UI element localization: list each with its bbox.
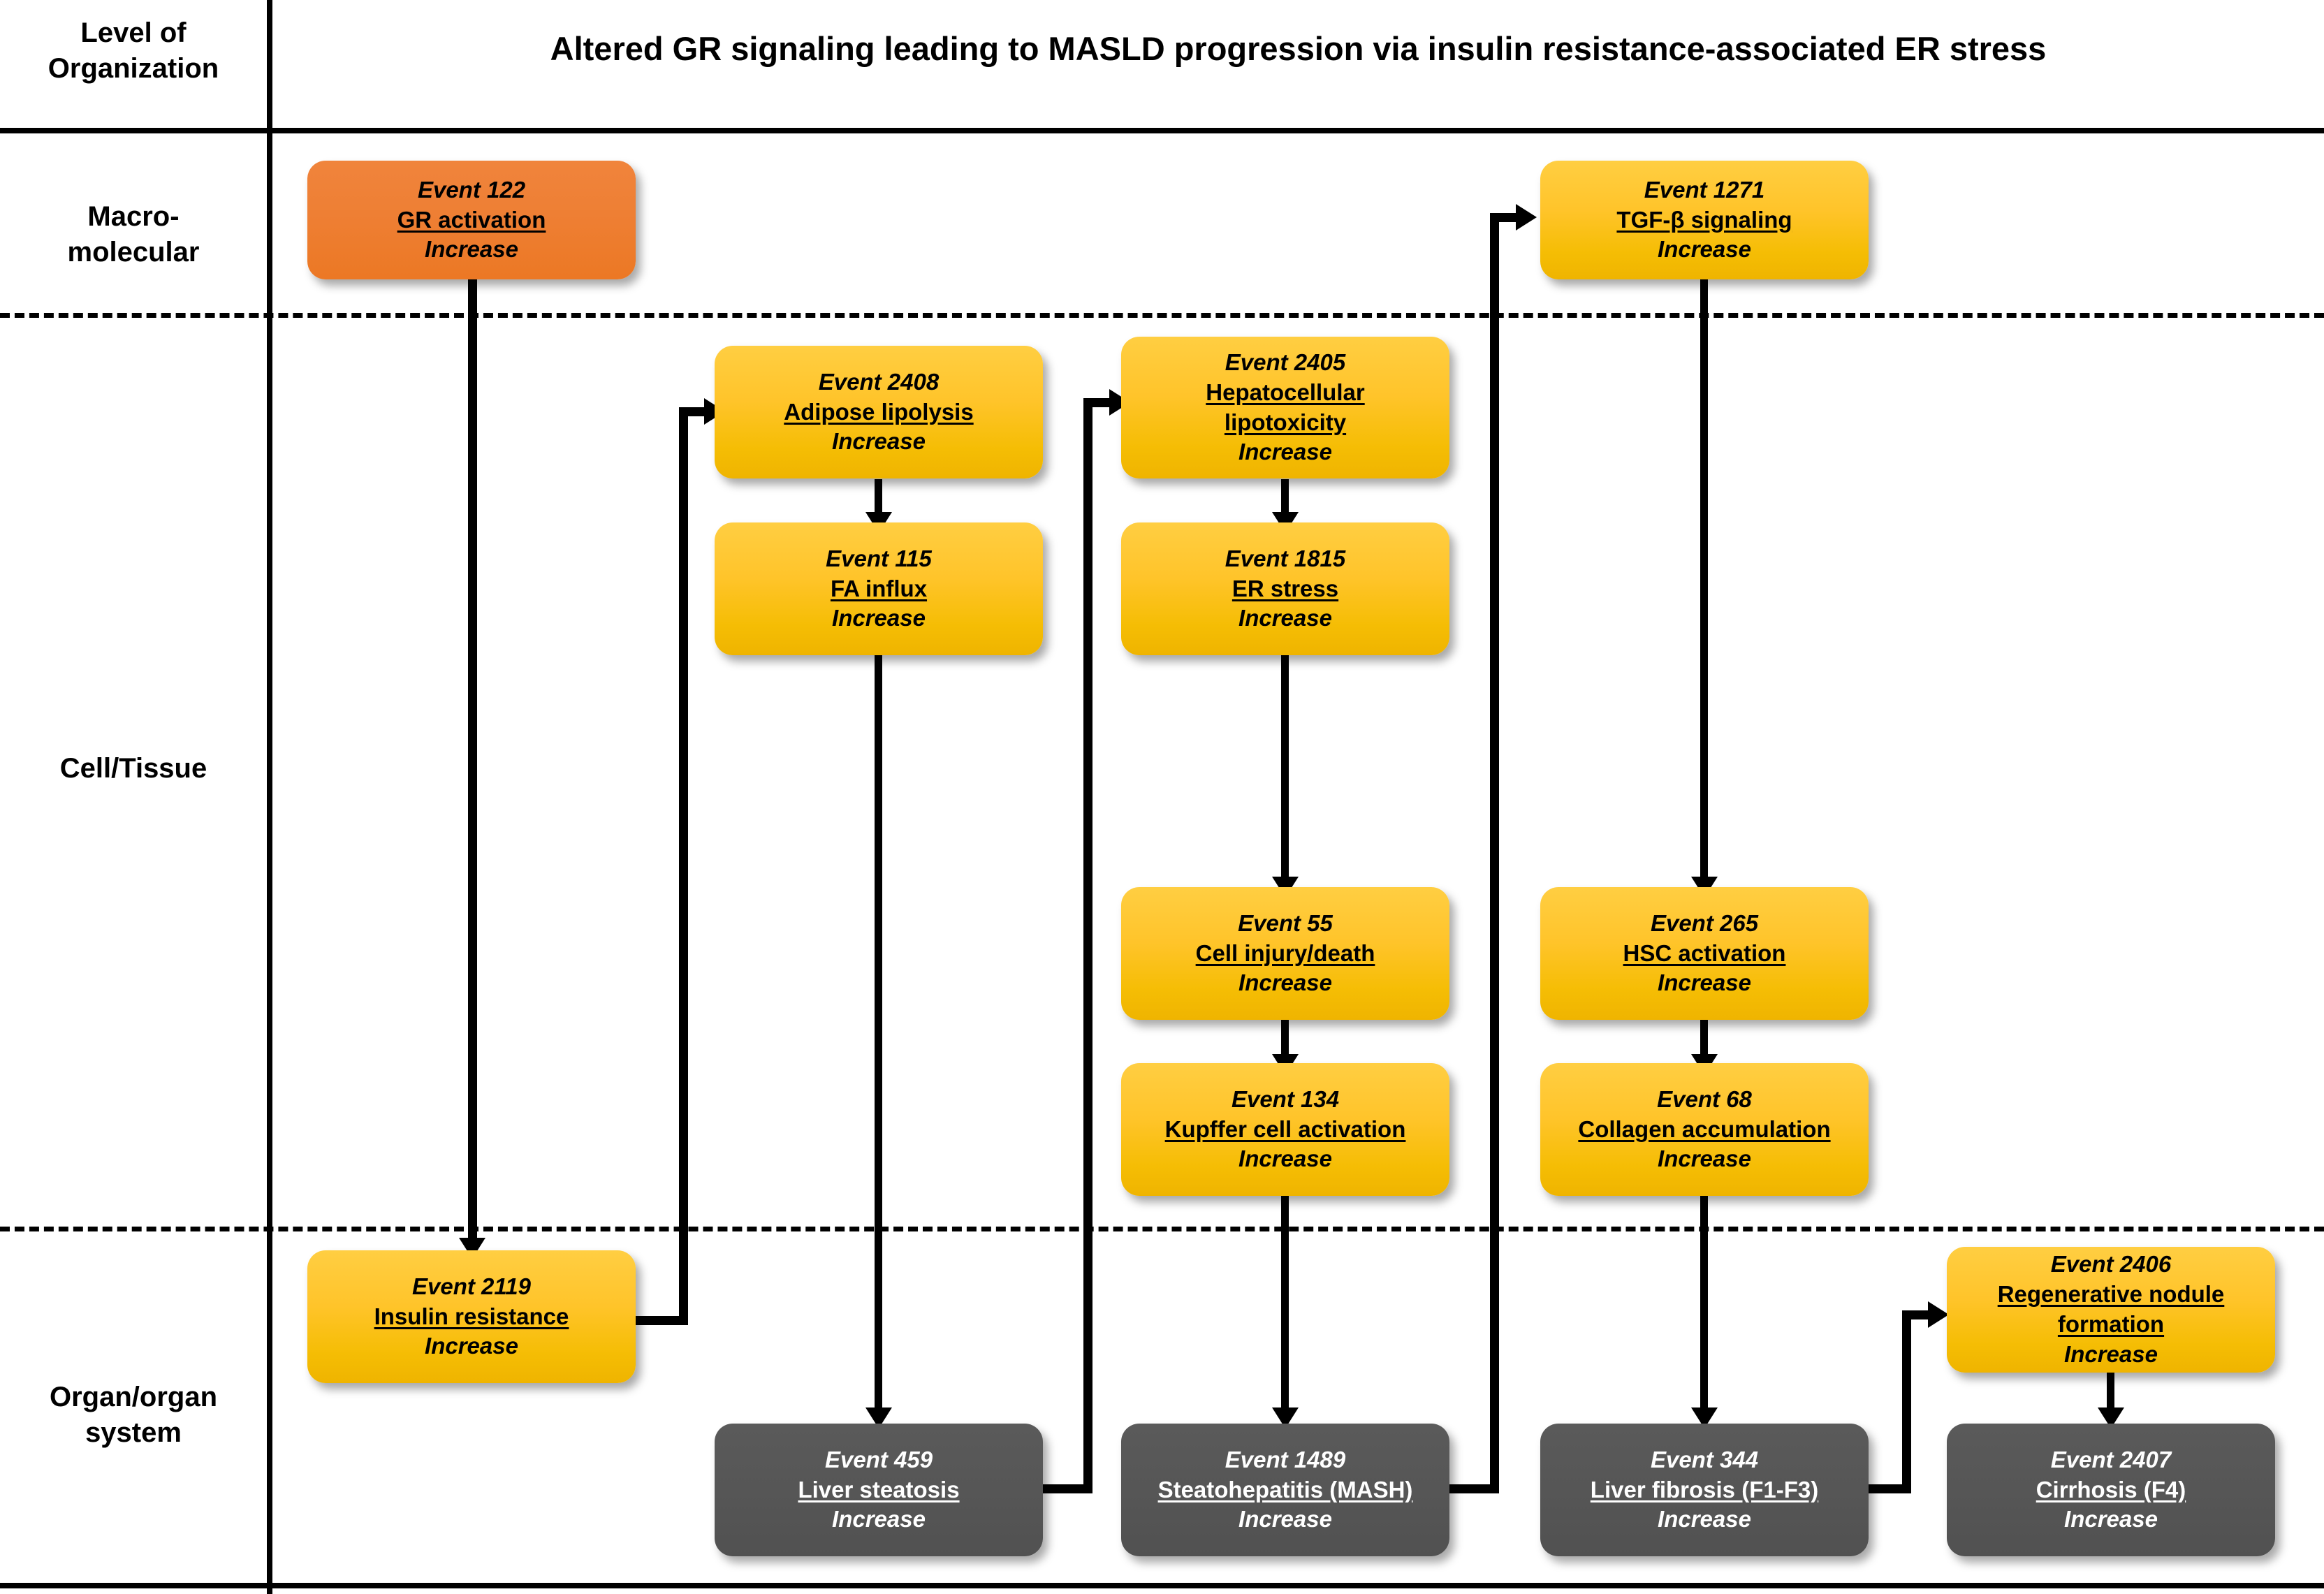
node-event-name: Liver steatosis xyxy=(798,1476,960,1502)
node-event-2406[interactable]: Event 2406 Regenerative nodule formation… xyxy=(1947,1247,2275,1373)
edge-344-to-2406-seg-v xyxy=(1902,1310,1911,1493)
node-event-name: FA influx xyxy=(830,575,928,601)
edge-2406-to-2407-line xyxy=(2107,1370,2114,1418)
edge-122-to-2119-line xyxy=(468,276,477,1247)
edge-134-to-1489-line xyxy=(1281,1196,1289,1417)
node-event-1489[interactable]: Event 1489 Steatohepatitis (MASH) Increa… xyxy=(1121,1424,1449,1556)
node-event-name: HSC activation xyxy=(1623,939,1786,966)
node-event-direction: Increase xyxy=(425,236,518,263)
node-event-2407[interactable]: Event 2407 Cirrhosis (F4) Increase xyxy=(1947,1424,2275,1556)
node-event-name: TGF-β signaling xyxy=(1616,206,1792,233)
node-event-direction: Increase xyxy=(1238,1146,1332,1172)
axis-vertical-divider xyxy=(267,0,272,1594)
node-event-name: Cell injury/death xyxy=(1195,939,1375,966)
node-event-344[interactable]: Event 344 Liver fibrosis (F1-F3) Increas… xyxy=(1540,1424,1869,1556)
node-event-id: Event 2407 xyxy=(2050,1446,2172,1472)
node-event-direction: Increase xyxy=(832,1506,926,1533)
node-event-id: Event 344 xyxy=(1650,1446,1759,1472)
node-event-id: Event 2406 xyxy=(2050,1251,2172,1278)
node-event-id: Event 2119 xyxy=(412,1273,531,1299)
node-event-id: Event 265 xyxy=(1650,909,1759,936)
diagram-bottom-rule xyxy=(0,1583,2324,1588)
node-event-134[interactable]: Event 134 Kupffer cell activation Increa… xyxy=(1121,1063,1449,1196)
edge-459-to-2405-seg-v xyxy=(1083,398,1092,1493)
node-event-name: Steatohepatitis (MASH) xyxy=(1157,1476,1413,1502)
node-event-name: ER stress xyxy=(1232,575,1339,601)
node-event-1271[interactable]: Event 1271 TGF-β signaling Increase xyxy=(1540,161,1869,279)
node-event-direction: Increase xyxy=(2064,1506,2158,1533)
node-event-id: Event 2408 xyxy=(818,368,940,395)
edge-1489-to-1271-seg-h1 xyxy=(1440,1484,1499,1493)
edge-265-to-68-line xyxy=(1700,1020,1708,1063)
node-event-122[interactable]: Event 122 GR activation Increase xyxy=(307,161,636,279)
node-event-direction: Increase xyxy=(2064,1340,2158,1367)
node-event-id: Event 68 xyxy=(1657,1085,1752,1112)
node-event-name: Liver fibrosis (F1-F3) xyxy=(1590,1476,1819,1502)
level-divider-cell-organ xyxy=(0,1227,2324,1231)
node-event-2408[interactable]: Event 2408 Adipose lipolysis Increase xyxy=(715,346,1043,478)
node-event-id: Event 2405 xyxy=(1225,349,1346,375)
node-event-name: Kupffer cell activation xyxy=(1164,1116,1406,1142)
node-event-2405[interactable]: Event 2405 Hepatocellular lipotoxicity I… xyxy=(1121,337,1449,478)
node-event-direction: Increase xyxy=(1238,605,1332,631)
edge-344-to-2406-seg-h1 xyxy=(1859,1484,1911,1493)
node-event-id: Event 1271 xyxy=(1644,176,1765,203)
node-event-direction: Increase xyxy=(1658,1506,1751,1533)
node-event-direction: Increase xyxy=(1658,236,1751,263)
node-event-id: Event 55 xyxy=(1238,909,1333,936)
node-event-id: Event 134 xyxy=(1231,1085,1340,1112)
node-event-2119[interactable]: Event 2119 Insulin resistance Increase xyxy=(307,1250,636,1383)
edge-459-to-2405-seg-h1 xyxy=(1034,1484,1092,1493)
edge-2119-to-2408-seg-v xyxy=(679,407,688,1325)
diagram-title: Altered GR signaling leading to MASLD pr… xyxy=(550,30,2047,67)
node-event-name: Cirrhosis (F4) xyxy=(2036,1476,2186,1502)
edge-1815-to-55-line xyxy=(1281,655,1289,886)
edge-115-to-459-line xyxy=(875,655,882,1417)
header-bottom-rule xyxy=(0,128,2324,133)
node-event-direction: Increase xyxy=(832,428,926,455)
node-event-direction: Increase xyxy=(1658,970,1751,996)
node-event-name: GR activation xyxy=(397,206,546,233)
node-event-name: Collagen accumulation xyxy=(1578,1116,1831,1142)
node-event-265[interactable]: Event 265 HSC activation Increase xyxy=(1540,887,1869,1020)
node-event-direction: Increase xyxy=(832,605,926,631)
node-event-459[interactable]: Event 459 Liver steatosis Increase xyxy=(715,1424,1043,1556)
node-event-115[interactable]: Event 115 FA influx Increase xyxy=(715,522,1043,655)
level-label-macromolecular: Macro-molecular xyxy=(67,201,200,268)
node-event-id: Event 1489 xyxy=(1225,1446,1346,1472)
node-event-direction: Increase xyxy=(1238,1506,1332,1533)
edge-2119-to-2408-seg-h1 xyxy=(629,1316,688,1325)
edge-2408-to-115-line xyxy=(875,479,882,521)
edge-1271-to-265-line xyxy=(1700,276,1708,885)
node-event-name: Hepatocellular lipotoxicity xyxy=(1206,379,1365,435)
edge-344-to-2406-arrowhead xyxy=(1928,1301,1949,1328)
node-event-direction: Increase xyxy=(425,1333,518,1359)
node-event-name: Adipose lipolysis xyxy=(784,398,974,425)
edge-55-to-134-line xyxy=(1281,1020,1289,1063)
node-event-55[interactable]: Event 55 Cell injury/death Increase xyxy=(1121,887,1449,1020)
node-event-id: Event 115 xyxy=(826,545,932,571)
node-event-direction: Increase xyxy=(1238,439,1332,465)
edge-2405-to-1815-line xyxy=(1281,479,1289,521)
node-event-name: Insulin resistance xyxy=(374,1303,569,1329)
node-event-id: Event 459 xyxy=(824,1446,933,1472)
node-event-68[interactable]: Event 68 Collagen accumulation Increase xyxy=(1540,1063,1869,1196)
node-event-id: Event 1815 xyxy=(1225,545,1346,571)
level-divider-macromolecular-cell xyxy=(0,313,2324,318)
edge-1489-to-1271-arrowhead xyxy=(1516,204,1537,231)
node-event-1815[interactable]: Event 1815 ER stress Increase xyxy=(1121,522,1449,655)
edge-1489-to-1271-seg-v xyxy=(1490,213,1499,1493)
level-label-cell-tissue: Cell/Tissue xyxy=(59,753,207,784)
node-event-direction: Increase xyxy=(1238,970,1332,996)
node-event-name: Regenerative nodule formation xyxy=(1997,1281,2225,1337)
node-event-direction: Increase xyxy=(1658,1146,1751,1172)
node-event-id: Event 122 xyxy=(417,176,526,203)
edge-68-to-344-line xyxy=(1700,1196,1708,1417)
